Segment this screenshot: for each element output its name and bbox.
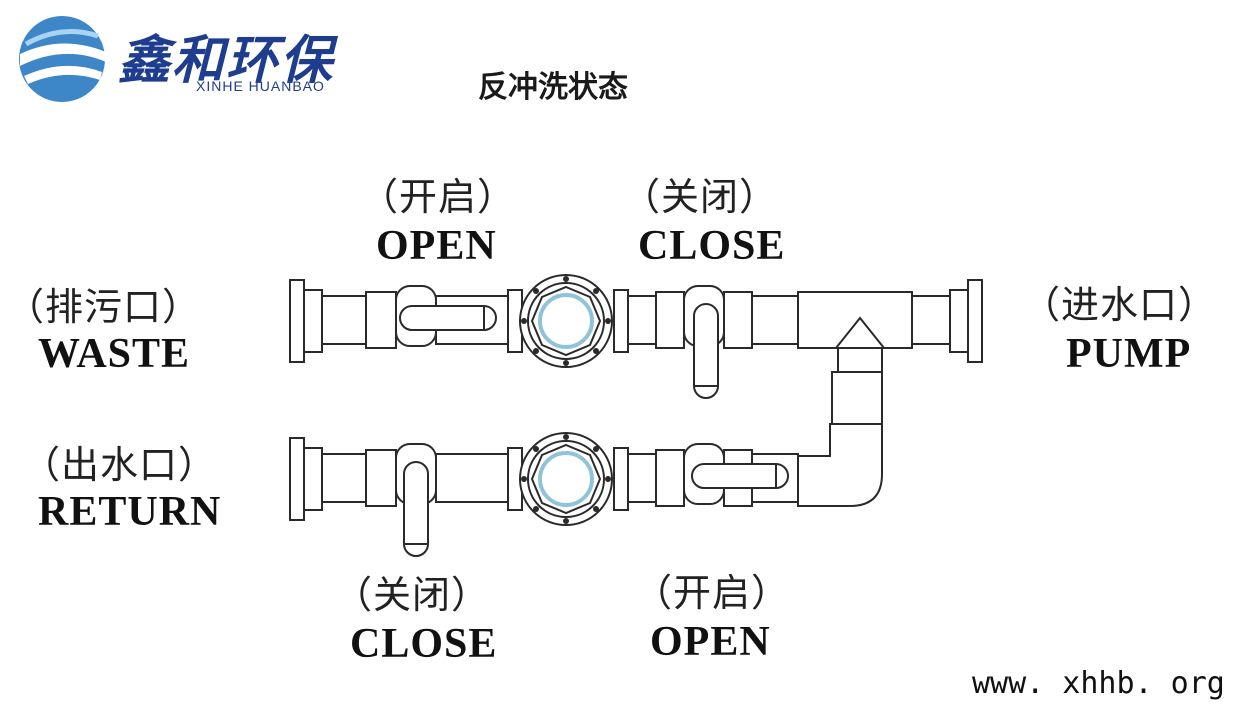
pump-port-cn: （进水口） bbox=[1022, 283, 1218, 327]
top-left-valve-state-cn: （开启） bbox=[360, 175, 517, 219]
top-right-valve-state-en: CLOSE bbox=[638, 223, 786, 269]
bottom-left-valve-state-en: CLOSE bbox=[350, 621, 498, 667]
return-port-en: RETURN bbox=[38, 489, 222, 535]
bottom-left-valve-handle bbox=[403, 461, 429, 557]
brand-name-cn: 鑫和环保 bbox=[118, 30, 335, 91]
logo-globe-icon bbox=[19, 16, 106, 102]
top-sight-glass bbox=[519, 274, 613, 368]
top-pipe-line bbox=[289, 279, 983, 363]
top-left-valve-state-en: OPEN bbox=[376, 223, 497, 269]
connecting-pipe bbox=[797, 316, 887, 507]
top-left-valve-handle bbox=[399, 305, 497, 331]
top-right-valve-handle bbox=[693, 303, 719, 399]
bottom-right-valve-state-cn: （开启） bbox=[634, 571, 791, 615]
top-right-valve-state-cn: （关闭） bbox=[622, 175, 779, 219]
waste-port-cn: （排污口） bbox=[6, 285, 202, 329]
page-title: 反冲洗状态 bbox=[478, 70, 628, 105]
pump-port-en: PUMP bbox=[1066, 331, 1192, 377]
brand-logo bbox=[14, 14, 110, 104]
bottom-right-valve-state-en: OPEN bbox=[650, 619, 771, 665]
return-port-cn: （出水口） bbox=[22, 443, 218, 487]
bottom-sight-glass bbox=[519, 432, 613, 526]
bottom-right-valve-handle bbox=[691, 463, 789, 489]
bottom-left-valve-state-cn: （关闭） bbox=[334, 573, 491, 617]
brand-name-en: XINHE HUANBAO bbox=[196, 78, 325, 94]
website-url: www. xhhb. org bbox=[972, 666, 1225, 701]
waste-port-en: WASTE bbox=[38, 331, 191, 377]
